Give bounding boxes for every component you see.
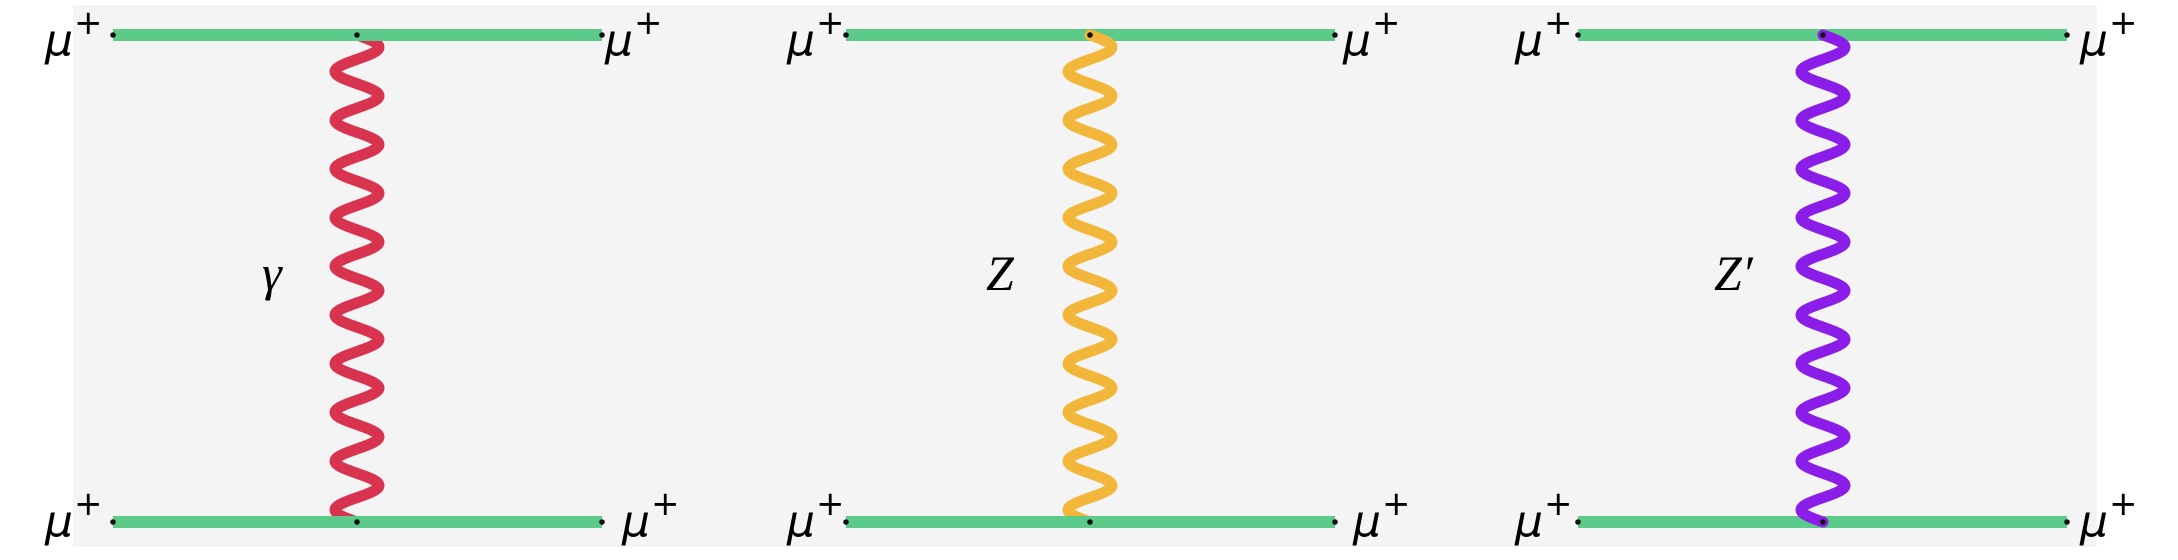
vertex-dot xyxy=(354,519,360,525)
label-muon-top-left-1: μ+ xyxy=(45,3,103,67)
label-muon-bottom-right-3: μ+ xyxy=(2080,484,2138,548)
vertex-dot xyxy=(1087,32,1093,38)
boson-propagator-photon-exchange xyxy=(329,29,385,528)
boson-propagator-z-exchange xyxy=(1062,29,1118,528)
label-muon-bottom-left-2: μ+ xyxy=(787,484,845,548)
diagram-z-prime-exchange xyxy=(1575,29,2070,528)
endpoint-dot xyxy=(2064,519,2070,525)
vertex-dot xyxy=(354,32,360,38)
vertex-dot xyxy=(1820,32,1826,38)
diagram-photon-exchange xyxy=(110,29,605,528)
endpoint-dot xyxy=(599,32,605,38)
endpoint-dot xyxy=(110,519,116,525)
label-boson-photon: γ xyxy=(262,245,282,301)
label-muon-top-right-3: μ+ xyxy=(2080,3,2138,67)
endpoint-dot xyxy=(110,32,116,38)
endpoint-dot xyxy=(2064,32,2070,38)
endpoint-dot xyxy=(1332,519,1338,525)
endpoint-dot xyxy=(599,519,605,525)
label-muon-top-left-3: μ+ xyxy=(1515,3,1573,67)
label-boson-z-prime: Z′ xyxy=(1714,245,1753,301)
vertex-dot xyxy=(1087,519,1093,525)
label-muon-bottom-left-3: μ+ xyxy=(1515,484,1573,548)
endpoint-dot xyxy=(843,32,849,38)
vertex-dot xyxy=(1820,519,1826,525)
label-muon-bottom-left-1: μ+ xyxy=(45,484,103,548)
endpoint-dot xyxy=(1332,32,1338,38)
label-muon-top-right-2: μ+ xyxy=(1343,3,1401,67)
diagram-z-exchange xyxy=(843,29,1338,528)
endpoint-dot xyxy=(843,519,849,525)
label-muon-bottom-right-2: μ+ xyxy=(1353,484,1411,548)
endpoint-dot xyxy=(1575,32,1581,38)
boson-propagator-z-prime-exchange xyxy=(1795,29,1851,528)
label-muon-top-left-2: μ+ xyxy=(787,3,845,67)
label-boson-z: Z xyxy=(986,245,1014,301)
endpoint-dot xyxy=(1575,519,1581,525)
label-muon-bottom-right-1: μ+ xyxy=(622,484,680,548)
label-muon-top-right-1: μ+ xyxy=(605,3,663,67)
